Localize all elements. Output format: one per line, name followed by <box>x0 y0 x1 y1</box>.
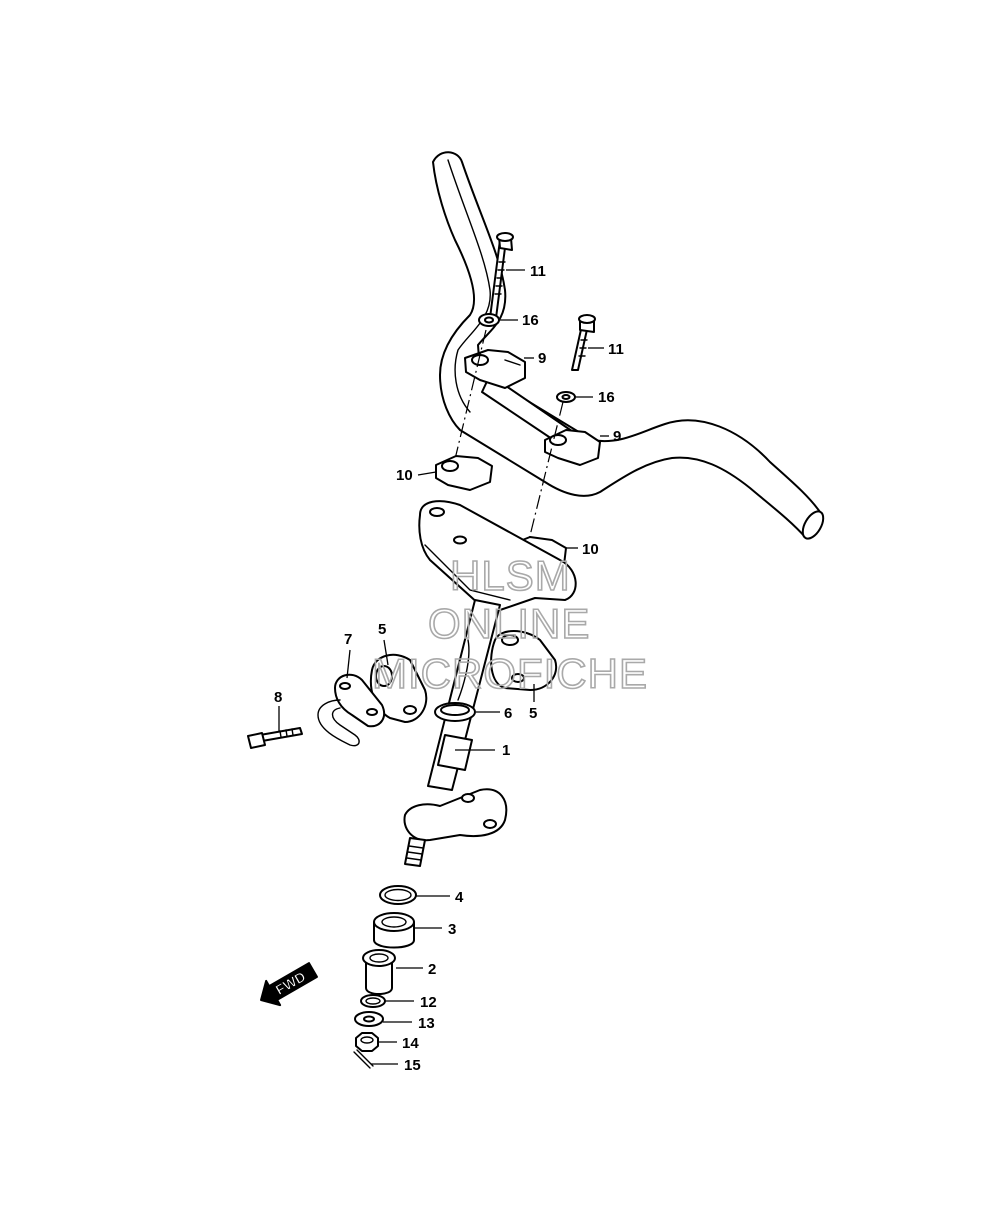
watermark-line-1: HLSM <box>450 552 571 599</box>
callout-5-left: 5 <box>378 621 386 638</box>
callout-9-right: 9 <box>613 428 621 445</box>
callout-10-right: 10 <box>582 541 599 558</box>
bearing-3 <box>373 912 415 949</box>
callout-2: 2 <box>428 961 436 978</box>
callout-12: 12 <box>420 994 437 1011</box>
callout-6: 6 <box>504 705 512 722</box>
watermark-line-3: MICROFICHE <box>372 650 648 697</box>
callout-14: 14 <box>402 1035 419 1052</box>
upper-holder-9-right <box>544 429 601 466</box>
callout-15: 15 <box>404 1057 421 1074</box>
callout-13: 13 <box>418 1015 435 1032</box>
callout-3: 3 <box>448 921 456 938</box>
bushing-holder-5-right <box>490 630 558 691</box>
collar-2 <box>362 949 396 995</box>
fwd-arrow-icon <box>260 962 318 1007</box>
callout-11-right: 11 <box>608 341 624 358</box>
callout-11-left: 11 <box>530 263 546 280</box>
callout-5-right: 5 <box>529 705 537 722</box>
washer-12 <box>360 994 386 1008</box>
callout-9-left: 9 <box>538 350 546 367</box>
plate-7 <box>317 673 386 747</box>
fwd-direction-badge: FWD <box>260 962 318 1007</box>
steering-shaft <box>403 599 508 867</box>
nut-14 <box>355 1032 379 1052</box>
callout-8: 8 <box>274 689 282 706</box>
upper-steering-bracket <box>418 500 577 611</box>
callout-4: 4 <box>455 889 464 906</box>
bolt-11-left <box>489 232 514 319</box>
bolt-8 <box>247 727 303 749</box>
washer-13 <box>354 1011 384 1027</box>
callout-1: 1 <box>502 742 510 759</box>
callout-10-left: 10 <box>396 467 413 484</box>
handlebar <box>432 151 825 540</box>
callouts: 1 2 3 4 5 5 6 7 8 9 9 10 10 11 11 12 13 … <box>274 263 624 1074</box>
leader-lines <box>278 269 609 1065</box>
watermark: HLSM ONLINE MICROFICHE <box>371 551 648 698</box>
seal-6 <box>434 702 476 722</box>
bolt-11-right <box>571 314 596 371</box>
callout-16-right: 16 <box>598 389 615 406</box>
o-ring-4 <box>379 885 417 905</box>
watermark-line-2: ONLINE <box>428 600 590 647</box>
callout-16-left: 16 <box>522 312 539 329</box>
lower-holder-10-left <box>435 455 493 491</box>
callout-7: 7 <box>344 631 352 648</box>
cotter-pin-15 <box>353 1049 374 1069</box>
